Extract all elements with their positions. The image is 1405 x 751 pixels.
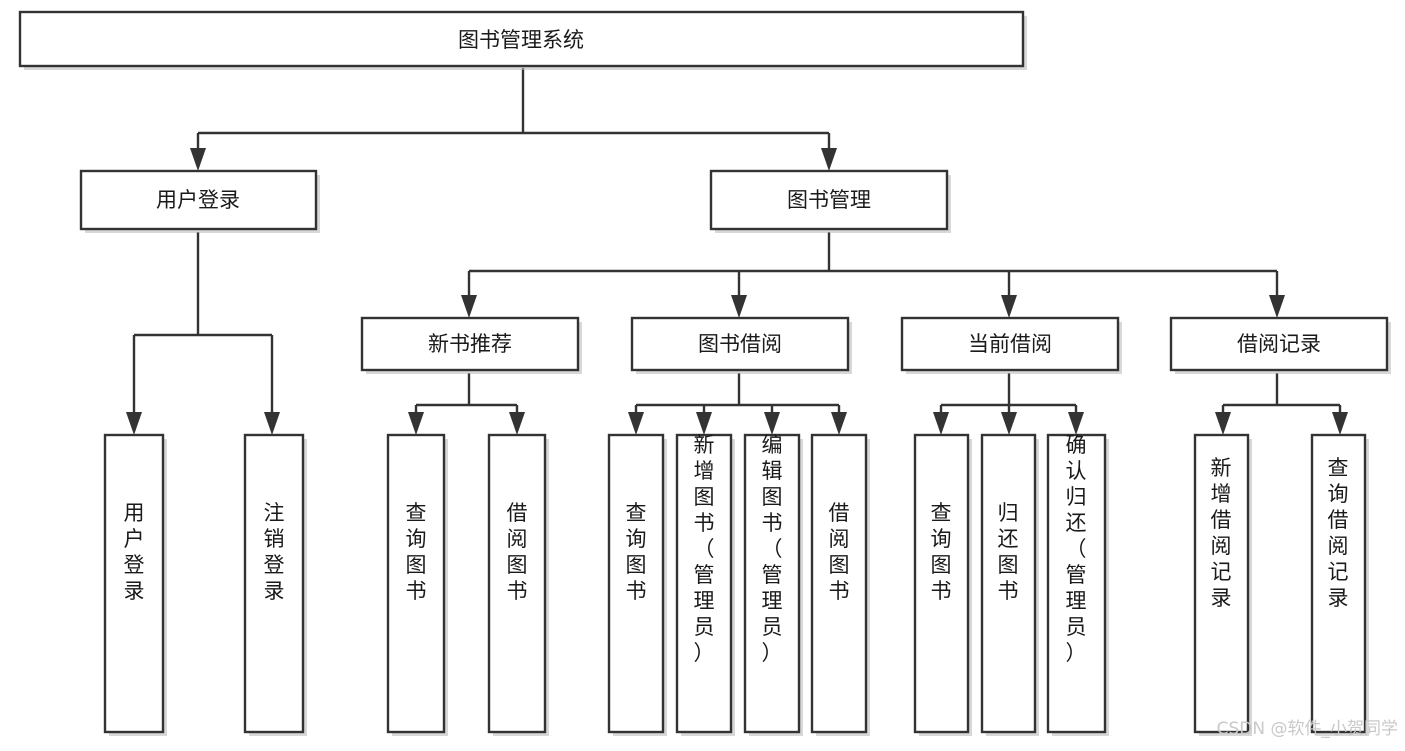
leaf-borrow-book-2-label: 借阅图书 <box>829 501 850 603</box>
leaf-borrow-book-1-rect <box>487 433 547 734</box>
leaf-query-record-rect <box>1310 433 1367 734</box>
node-leaf-user-logout[interactable]: 注销登录 <box>243 433 307 736</box>
node-leaf-confirm-return[interactable]: 确认归还（管理员） <box>1046 433 1109 736</box>
leaf-add-book-rect <box>675 433 733 734</box>
current-borrow-rect <box>900 316 1120 372</box>
node-leaf-query-record[interactable]: 查询借阅记录 <box>1310 433 1369 736</box>
book-borrow-label: 图书借阅 <box>698 332 782 356</box>
arrowhead-borrow-record <box>1269 295 1285 318</box>
leaf-confirm-return-label: 确认归还（管理员） <box>1066 433 1087 665</box>
arrowhead-leaf-return-book <box>1001 412 1017 435</box>
book-management-label: 图书管理 <box>787 188 871 212</box>
node-leaf-query-book-1[interactable]: 查询图书 <box>386 433 448 736</box>
borrow-record-label: 借阅记录 <box>1237 332 1321 356</box>
connector-layer <box>126 68 1348 435</box>
arrowhead-leaf-add-book <box>696 412 712 435</box>
leaf-query-record-label: 查询借阅记录 <box>1328 456 1349 610</box>
user-login-label: 用户登录 <box>156 188 240 212</box>
arrowhead-leaf-user-logout <box>264 412 280 435</box>
arrowhead-new-book-recommend <box>461 295 477 318</box>
node-borrow-record[interactable]: 借阅记录 <box>1169 316 1391 374</box>
leaf-edit-book-label: 编辑图书（管理员） <box>762 433 783 665</box>
arrowhead-leaf-confirm-return <box>1068 412 1084 435</box>
leaf-query-book-2-label: 查询图书 <box>626 501 647 603</box>
node-current-borrow[interactable]: 当前借阅 <box>900 316 1122 374</box>
new-book-recommend-label: 新书推荐 <box>428 332 512 356</box>
node-user-login[interactable]: 用户登录 <box>79 169 320 233</box>
arrowhead-leaf-borrow-book-1 <box>509 412 525 435</box>
leaf-user-login-label: 用户登录 <box>124 501 145 603</box>
leaf-query-book-1-rect <box>386 433 446 734</box>
node-leaf-borrow-book-1[interactable]: 借阅图书 <box>487 433 549 736</box>
node-leaf-add-record[interactable]: 新增借阅记录 <box>1193 433 1252 736</box>
node-leaf-user-login[interactable]: 用户登录 <box>103 433 167 736</box>
leaf-user-login-rect <box>103 433 165 734</box>
arrowhead-leaf-edit-book <box>764 412 780 435</box>
leaf-user-logout-label: 注销登录 <box>264 501 285 603</box>
leaf-add-book-label: 新增图书（管理员） <box>694 433 715 665</box>
arrowhead-leaf-query-book-2 <box>628 412 644 435</box>
leaf-user-logout-rect <box>243 433 305 734</box>
leaf-confirm-return-rect <box>1046 433 1107 734</box>
arrowhead-leaf-user-login <box>126 412 142 435</box>
new-book-recommend-rect <box>360 316 580 372</box>
leaf-add-record-rect <box>1193 433 1250 734</box>
root-label: 图书管理系统 <box>458 28 584 52</box>
node-book-management[interactable]: 图书管理 <box>709 169 951 233</box>
arrowhead-current-borrow <box>1001 295 1017 318</box>
borrow-record-rect <box>1169 316 1389 372</box>
arrowhead-leaf-query-book-3 <box>933 412 949 435</box>
node-book-borrow[interactable]: 图书借阅 <box>630 316 852 374</box>
node-leaf-query-book-3[interactable]: 查询图书 <box>913 433 972 736</box>
node-leaf-borrow-book-2[interactable]: 借阅图书 <box>810 433 870 736</box>
leaf-query-book-1-label: 查询图书 <box>406 501 427 603</box>
user-login-rect <box>79 169 318 231</box>
node-leaf-query-book-2[interactable]: 查询图书 <box>607 433 667 736</box>
arrowhead-user-login <box>190 148 206 171</box>
arrowhead-book-management <box>821 148 837 171</box>
csdn-watermark: CSDN @软件_小贺同学 <box>1217 719 1398 739</box>
leaf-edit-book-rect <box>743 433 801 734</box>
node-leaf-add-book[interactable]: 新增图书（管理员） <box>675 433 735 736</box>
arrowhead-leaf-query-record <box>1332 412 1348 435</box>
arrowhead-leaf-borrow-book-2 <box>831 412 847 435</box>
leaf-query-book-3-rect <box>913 433 970 734</box>
arrowhead-leaf-add-record <box>1215 412 1231 435</box>
arrowhead-book-borrow <box>731 295 747 318</box>
book-management-rect <box>709 169 949 231</box>
leaf-borrow-book-2-rect <box>810 433 868 734</box>
node-new-book-recommend[interactable]: 新书推荐 <box>360 316 582 374</box>
leaf-return-book-rect <box>980 433 1037 734</box>
leaf-query-book-2-rect <box>607 433 665 734</box>
leaf-add-record-label: 新增借阅记录 <box>1211 456 1232 610</box>
book-borrow-rect <box>630 316 850 372</box>
leaf-query-book-3-label: 查询图书 <box>931 501 952 603</box>
node-leaf-edit-book[interactable]: 编辑图书（管理员） <box>743 433 803 736</box>
leaf-return-book-label: 归还图书 <box>998 501 1019 603</box>
root-rect <box>18 10 1025 68</box>
node-root[interactable]: 图书管理系统 <box>18 10 1027 70</box>
node-leaf-return-book[interactable]: 归还图书 <box>980 433 1039 736</box>
arrowhead-leaf-query-book-1 <box>408 412 424 435</box>
leaf-borrow-book-1-label: 借阅图书 <box>507 501 528 603</box>
current-borrow-label: 当前借阅 <box>968 332 1052 356</box>
